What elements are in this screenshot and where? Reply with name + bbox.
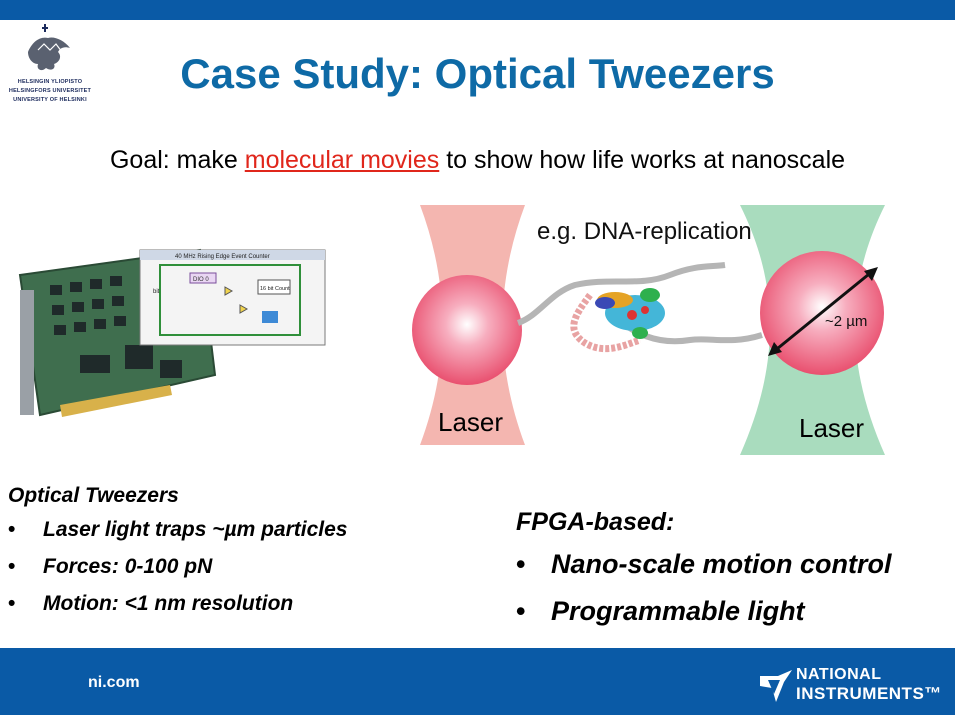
list-item: • Motion: <1 nm resolution [8, 592, 347, 629]
dna-replication-icon [516, 262, 763, 353]
list-item: • Forces: 0-100 pN [8, 555, 347, 592]
university-name-sv: HELSINGFORS UNIVERSITET [8, 88, 92, 94]
diagram-example-label: e.g. DNA-replication [537, 218, 752, 245]
ni-eagle-icon [760, 670, 792, 702]
left-list-heading: Optical Tweezers [8, 484, 179, 507]
optical-tweezers-list: Optical Tweezers • Laser light traps ~µm … [8, 484, 347, 629]
list-item: • Nano-scale motion control [516, 549, 892, 596]
footer-banner: ni.com NATIONAL INSTRUMENTS™ [0, 648, 955, 715]
university-name-fi: HELSINGIN YLIOPISTO [17, 79, 83, 85]
optical-trap-diagram: e.g. DNA-replication Laser Laser ~2 µm [400, 195, 920, 465]
top-banner [0, 0, 955, 20]
goal-statement: Goal: make molecular movies to show how … [0, 146, 955, 175]
list-item-text: Motion: <1 nm resolution [43, 592, 294, 615]
ni-brand-line2: INSTRUMENTS™ [796, 684, 942, 703]
goal-prefix: Goal: make [109, 146, 245, 174]
diagram-bit-label: bit [153, 289, 160, 295]
bullet-icon: • [516, 596, 526, 626]
right-list-heading: FPGA-based: [516, 508, 675, 536]
ni-brand-line1: NATIONAL [796, 666, 882, 683]
list-item-text: Forces: 0-100 pN [43, 555, 213, 578]
fpga-list: FPGA-based: • Nano-scale motion control •… [516, 508, 892, 643]
size-arrow-icon [768, 267, 878, 356]
bullet-icon: • [516, 549, 526, 579]
university-emblem-icon [28, 24, 70, 71]
list-item-text: Nano-scale motion control [551, 549, 892, 579]
diagram-counter-label: 16 bit Count [260, 286, 290, 292]
university-name-en: UNIVERSITY OF HELSINKI [13, 97, 87, 103]
university-logo: HELSINGIN YLIOPISTO HELSINGFORS UNIVERSI… [0, 22, 100, 122]
diagram-value: DIO 0 [193, 277, 209, 283]
goal-highlight-link[interactable]: molecular movies [244, 146, 440, 174]
bead-size-label: ~2 µm [825, 313, 868, 330]
bullet-icon: • [8, 518, 16, 541]
list-item: • Laser light traps ~µm particles [8, 518, 347, 555]
fpga-board-image: 40 MHz Rising Edge Event Counter DIO 0 1… [0, 245, 340, 445]
left-laser-label: Laser [438, 407, 504, 437]
goal-suffix: to show how life works at nanoscale [439, 146, 846, 174]
bullet-icon: • [8, 555, 16, 578]
footer-site-link[interactable]: ni.com [88, 674, 140, 691]
diagram-header: 40 MHz Rising Edge Event Counter [175, 254, 270, 260]
labview-block-diagram: 40 MHz Rising Edge Event Counter DIO 0 1… [139, 249, 326, 346]
right-laser-label: Laser [799, 413, 865, 443]
list-item-text: Programmable light [551, 596, 805, 626]
bullet-icon: • [8, 592, 16, 615]
list-item-text: Laser light traps ~µm particles [43, 518, 348, 541]
national-instruments-logo: NATIONAL INSTRUMENTS™ [758, 666, 948, 706]
left-trapped-bead [412, 275, 522, 385]
list-item: • Programmable light [516, 596, 892, 643]
slide-title: Case Study: Optical Tweezers [180, 50, 775, 97]
